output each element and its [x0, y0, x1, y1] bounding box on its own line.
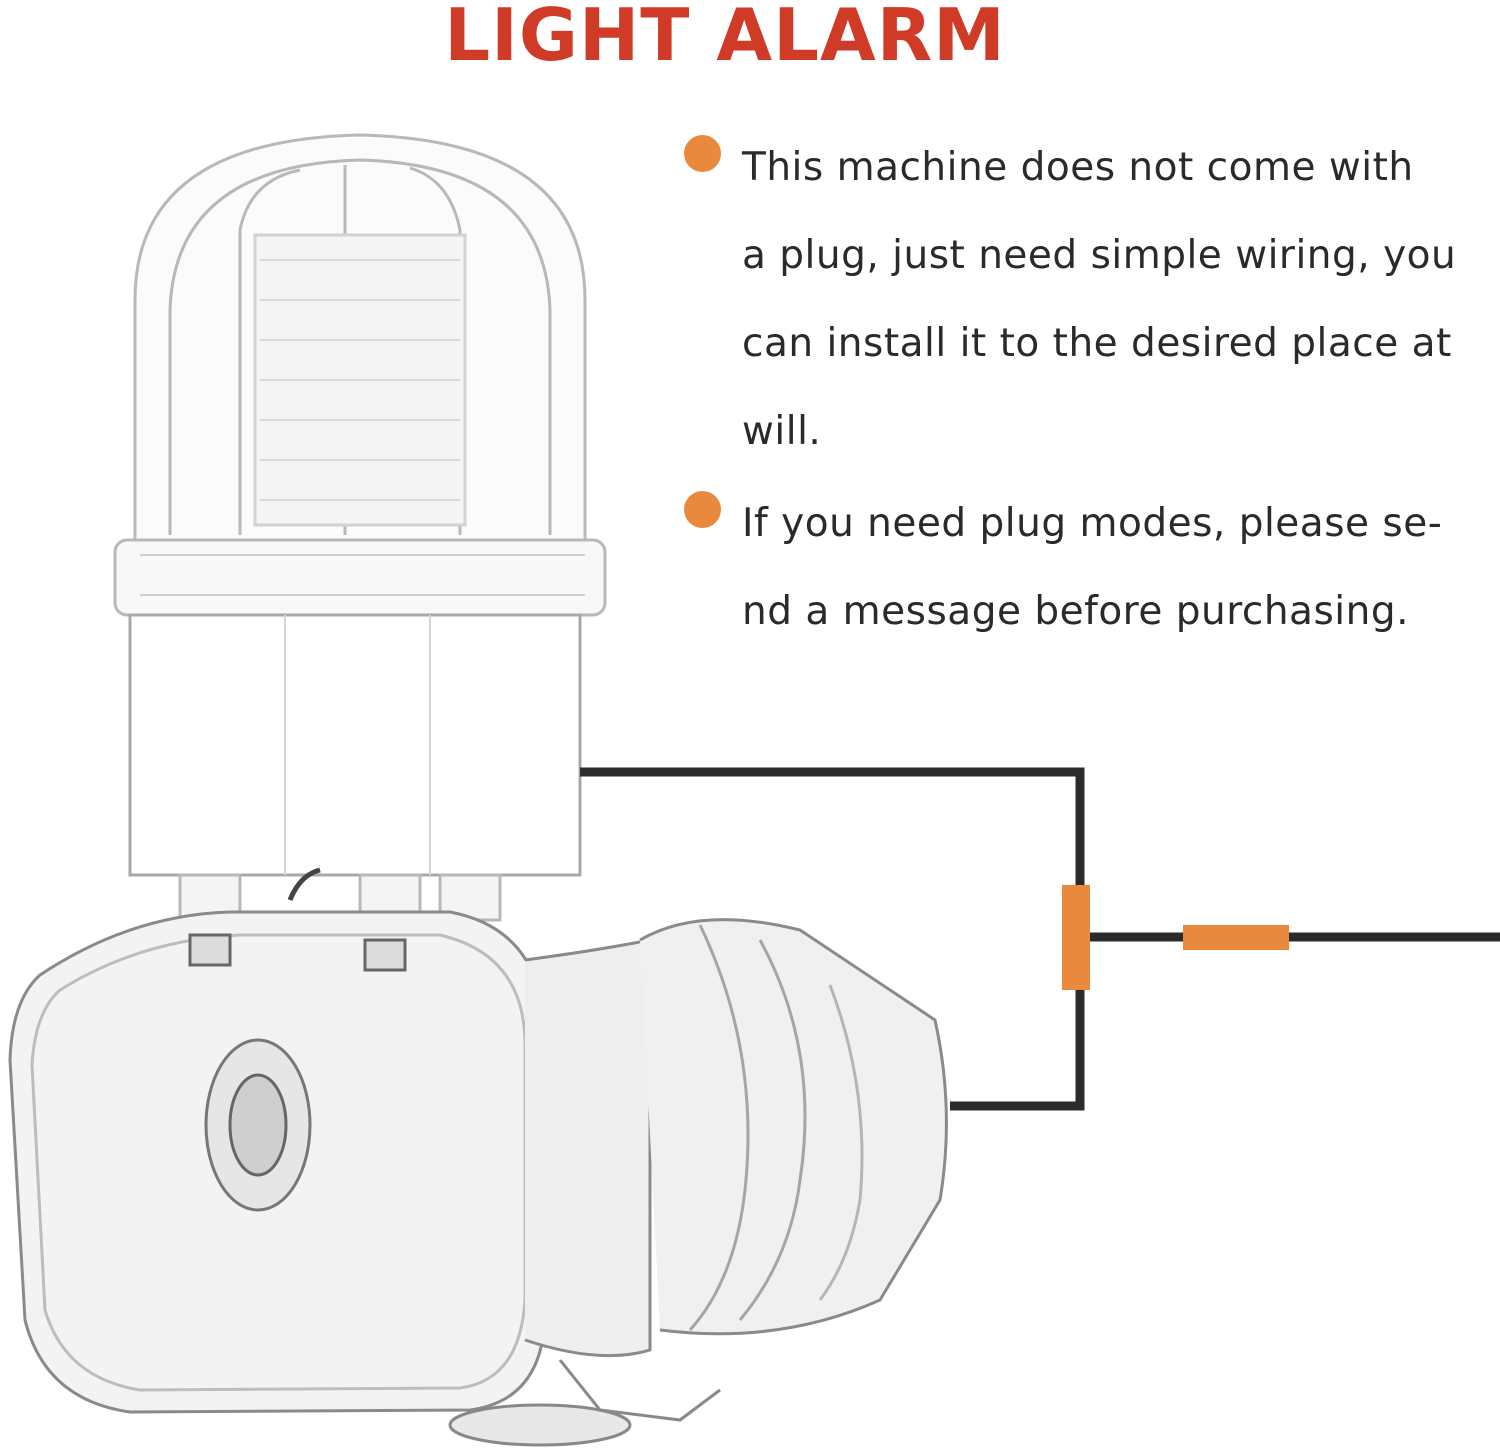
feature-line: If you need plug modes, please se- — [742, 501, 1443, 546]
siren-body — [8, 910, 948, 1447]
orange-dot-icon — [684, 135, 721, 172]
wire-connector-vertical — [1062, 885, 1090, 990]
feature-list: This machine does not come with a plug, … — [680, 135, 1480, 684]
feature-item: This machine does not come with a plug, … — [680, 124, 1480, 476]
page-title: LIGHT ALARM — [444, 0, 1006, 77]
feature-item: If you need plug modes, please se- nd a … — [680, 480, 1480, 656]
orange-dot-icon — [684, 491, 721, 528]
feature-line: can install it to the desired place at — [742, 321, 1452, 366]
feature-line: a plug, just need simple wiring, you — [742, 233, 1457, 278]
wire-connector-horizontal — [1183, 925, 1289, 950]
beacon-light — [113, 133, 607, 922]
feature-line: This machine does not come with — [742, 145, 1414, 190]
feature-line: will. — [742, 409, 822, 454]
feature-line: nd a message before purchasing. — [742, 589, 1409, 634]
